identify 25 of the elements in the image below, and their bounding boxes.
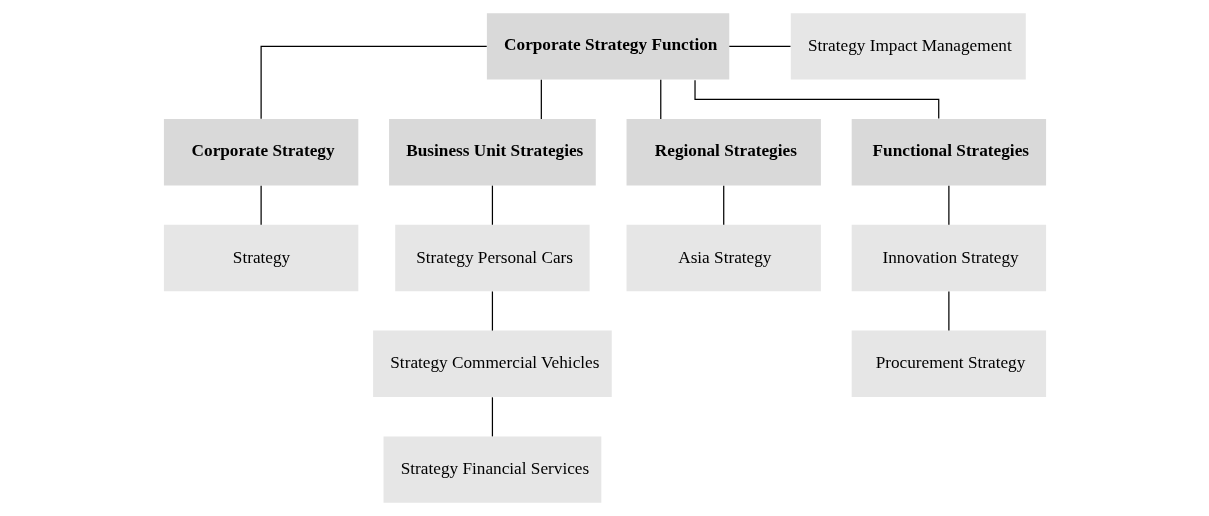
node-box: Business Unit Strategies — [388, 118, 596, 186]
node-box: Corporate Strategy — [163, 118, 358, 186]
connector — [260, 45, 487, 120]
node-box: Innovation Strategy — [851, 224, 1046, 292]
node-box: Strategy — [163, 224, 358, 292]
node-box: Procurement Strategy — [851, 330, 1046, 398]
node-box: Strategy Financial Services — [383, 436, 601, 503]
connector — [947, 290, 949, 332]
node-box: Corporate Strategy Function — [486, 13, 729, 80]
connector — [491, 185, 493, 226]
node-box: Strategy Personal Cars — [394, 224, 590, 292]
connector — [659, 79, 661, 120]
connector — [540, 79, 542, 120]
connector — [728, 45, 791, 47]
connector — [947, 185, 949, 226]
node-box: Asia Strategy — [626, 224, 821, 292]
connector — [491, 396, 493, 437]
connector — [260, 185, 262, 226]
node-box: Functional Strategies — [851, 118, 1046, 186]
node-box: Strategy Commercial Vehicles — [372, 330, 612, 398]
node-box: Regional Strategies — [626, 118, 821, 186]
connector — [693, 79, 939, 119]
connector — [491, 290, 493, 332]
node-box: Strategy Impact Management — [790, 13, 1026, 80]
connector — [722, 185, 724, 226]
